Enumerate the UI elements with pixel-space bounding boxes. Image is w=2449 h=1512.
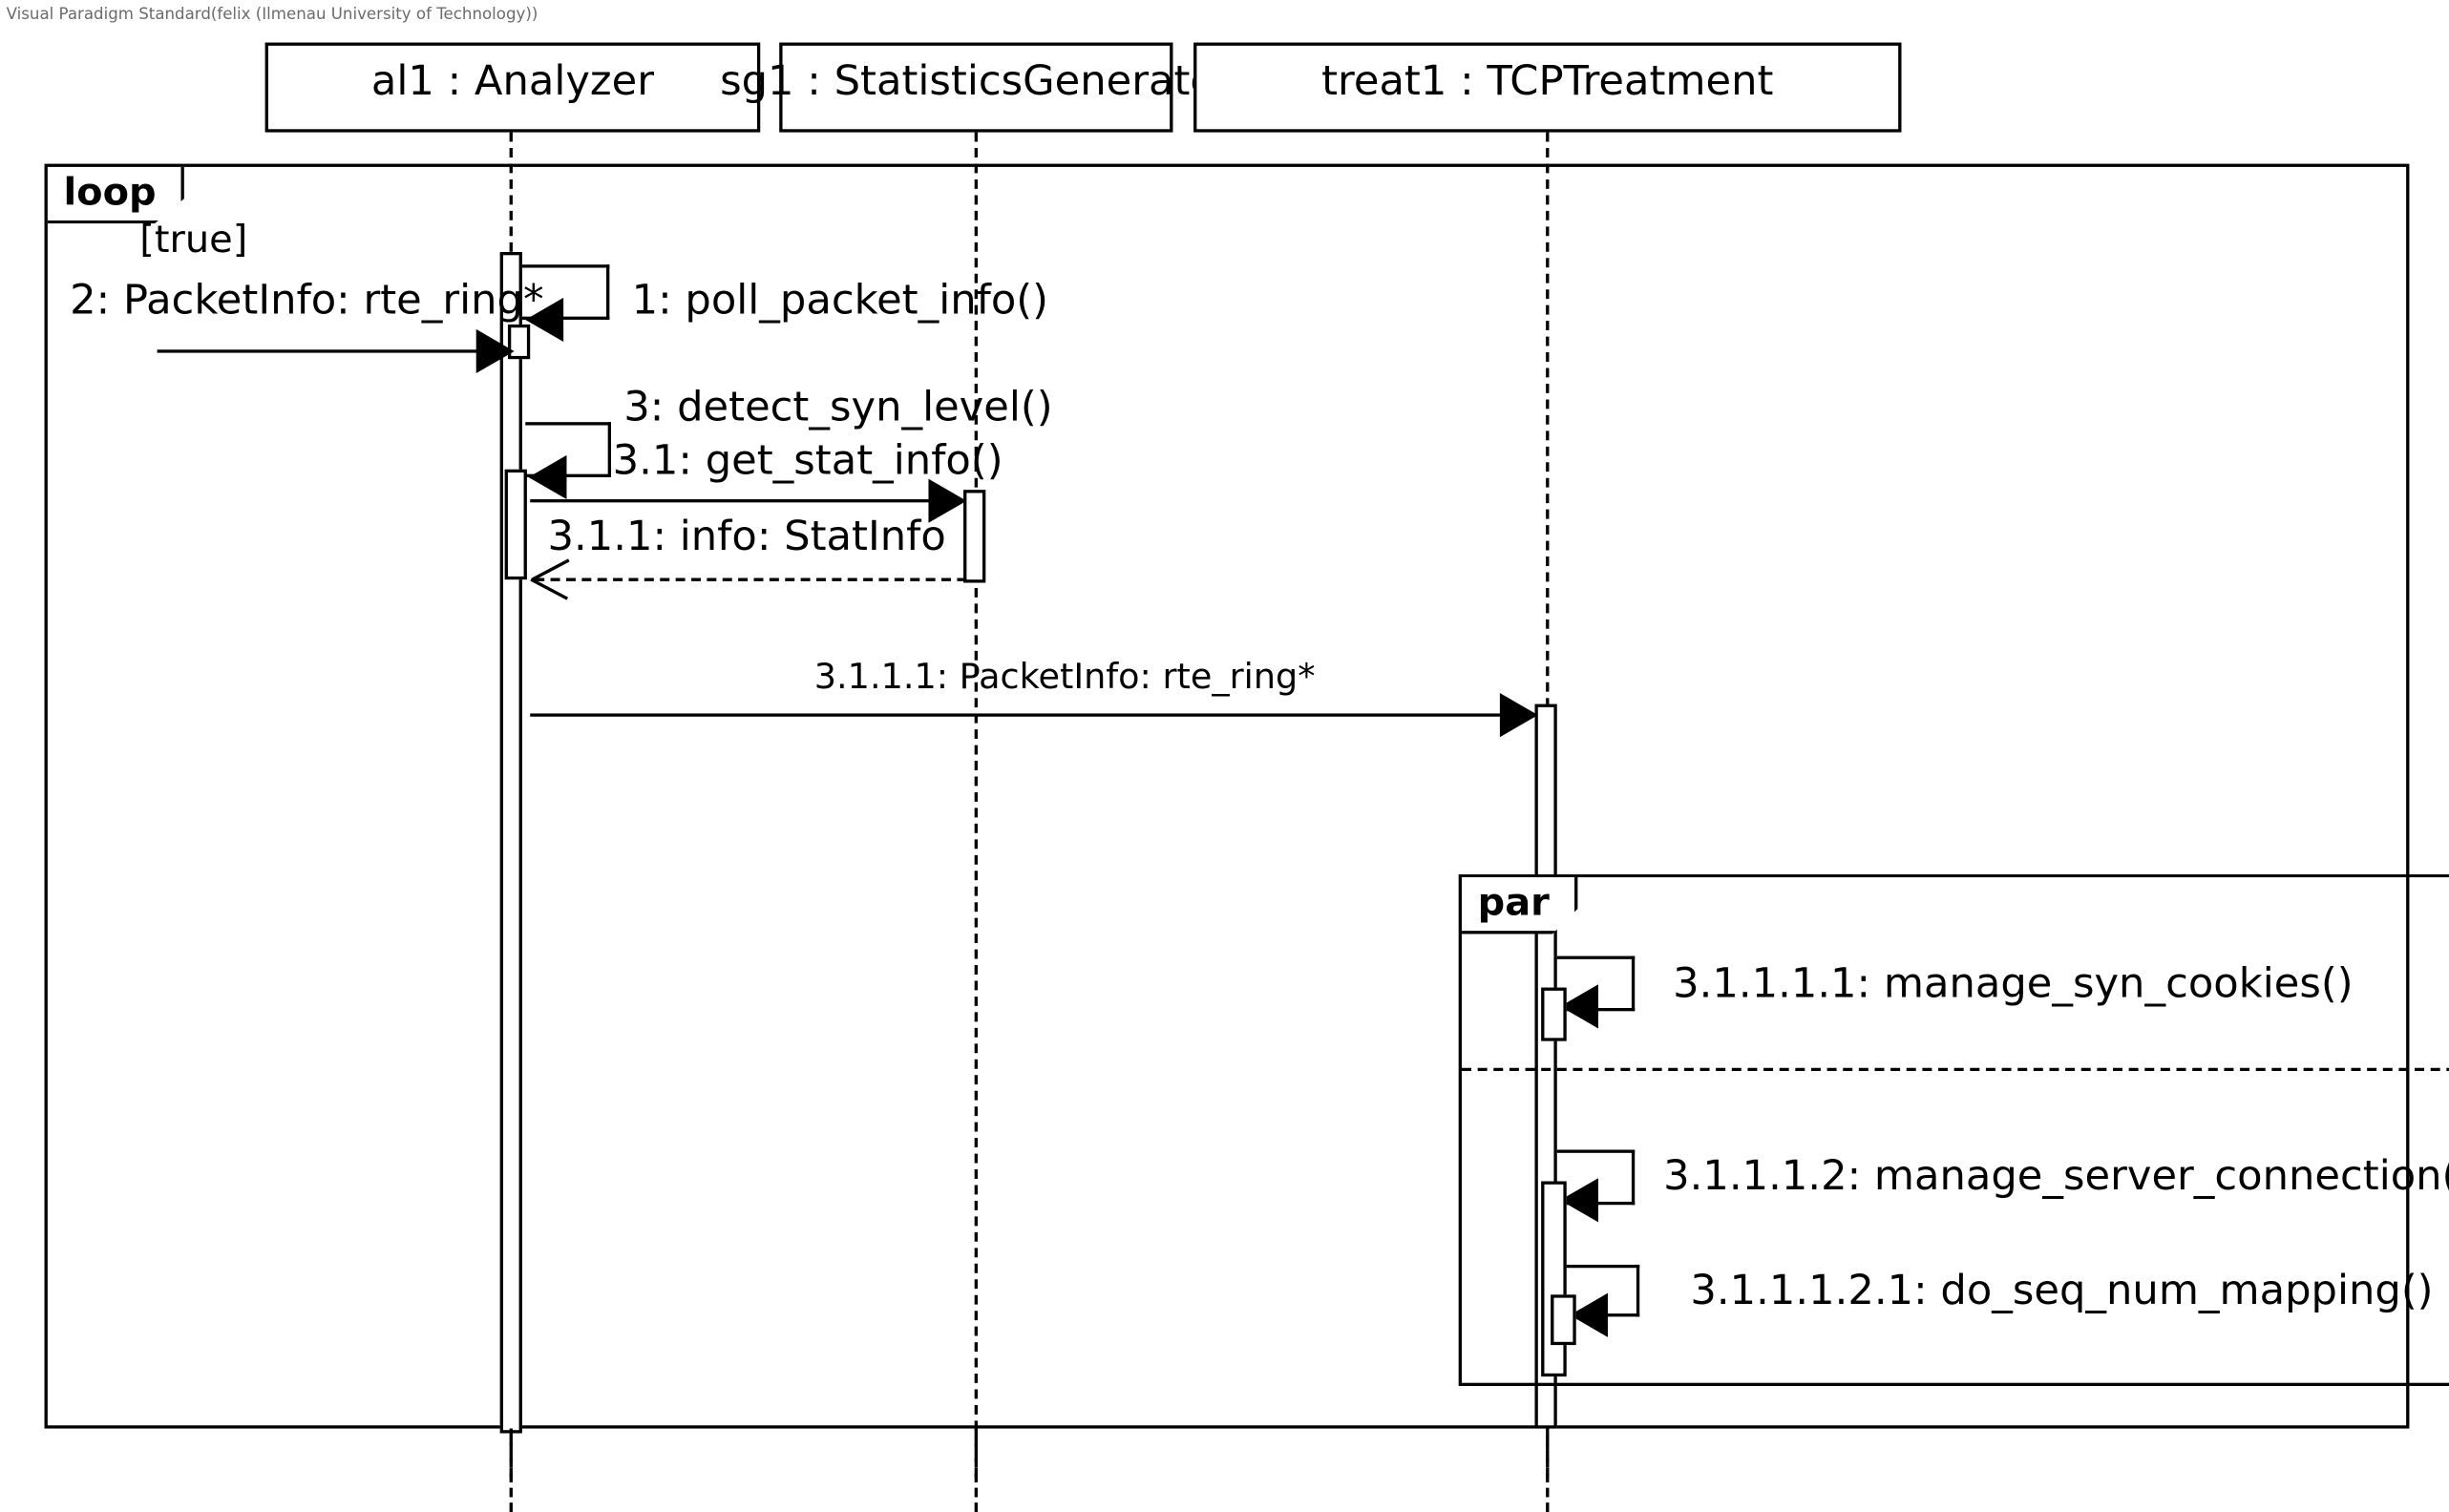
self-message-1-bracket	[521, 264, 610, 320]
activation-sg1	[963, 490, 986, 583]
activation-treat1-inner-2	[1541, 1181, 1567, 1377]
message-3-1-1-label: 3.1.1: info: StatInfo	[547, 513, 946, 561]
message-1-label: 1: poll_packet_info()	[631, 277, 1049, 325]
lifeline-header-al1-label: al1 : Analyzer	[370, 58, 654, 106]
message-3-1-arrowhead	[928, 478, 967, 523]
activation-al1-outer	[499, 252, 522, 1434]
message-3-1-1-1-2-label: 3.1.1.1.2: manage_server_connection()	[1663, 1152, 2449, 1201]
lifeline-treat1-tail	[1546, 1428, 1550, 1512]
message-3-1-label: 3.1: get_stat_info()	[612, 437, 1003, 486]
message-3-label: 3: detect_syn_level()	[623, 384, 1053, 432]
fragment-par[interactable]: par	[1458, 873, 2449, 1386]
activation-al1-inner-2	[504, 469, 527, 580]
self-message-3-bracket	[525, 422, 612, 477]
message-3-1-1-line	[535, 578, 967, 581]
message-3-1-line	[530, 499, 936, 503]
message-3-1-1-1-line	[530, 713, 1507, 717]
fragment-loop-operator: loop	[47, 166, 185, 224]
message-3-1-1-1-2-1-label: 3.1.1.1.2.1: do_seq_num_mapping()	[1690, 1268, 2434, 1315]
lifeline-header-sg1-label: sg1 : StatisticsGenerator	[720, 58, 1233, 106]
lifeline-header-al1[interactable]: al1 : Analyzer	[264, 42, 761, 133]
fragment-loop[interactable]: loop	[44, 163, 2410, 1429]
self-message-3-arrowhead	[528, 454, 567, 500]
lifeline-header-treat1[interactable]: treat1 : TCPTreatment	[1193, 42, 1902, 133]
self-message-1-arrowhead	[525, 297, 564, 343]
lifeline-sg1	[974, 132, 979, 1478]
message-2-line	[157, 349, 483, 353]
activation-treat1-inner-1	[1541, 987, 1567, 1041]
fragment-loop-guard: [true]	[139, 217, 248, 262]
watermark-text: Visual Paradigm Standard(felix (Ilmenau …	[6, 6, 538, 24]
message-3-1-1-1-arrowhead	[1499, 693, 1538, 738]
lifeline-header-sg1[interactable]: sg1 : StatisticsGenerator	[720, 42, 1233, 133]
lifeline-sg1-tail	[974, 1428, 979, 1512]
message-3-1-1-1-1-label: 3.1.1.1.1: manage_syn_cookies()	[1673, 960, 2354, 1009]
message-2-arrowhead	[475, 328, 515, 374]
lifeline-header-treat1-label: treat1 : TCPTreatment	[1321, 58, 1774, 106]
activation-treat1-inner-3	[1551, 1294, 1576, 1346]
message-2-label: 2: PacketInfo: rte_ring*	[70, 277, 544, 325]
fragment-par-operator: par	[1462, 877, 1578, 934]
par-operand-divider	[1462, 1067, 2449, 1071]
message-3-1-1-1-label: 3.1.1.1: PacketInfo: rte_ring*	[813, 658, 1316, 698]
lifeline-al1-tail	[509, 1428, 513, 1512]
